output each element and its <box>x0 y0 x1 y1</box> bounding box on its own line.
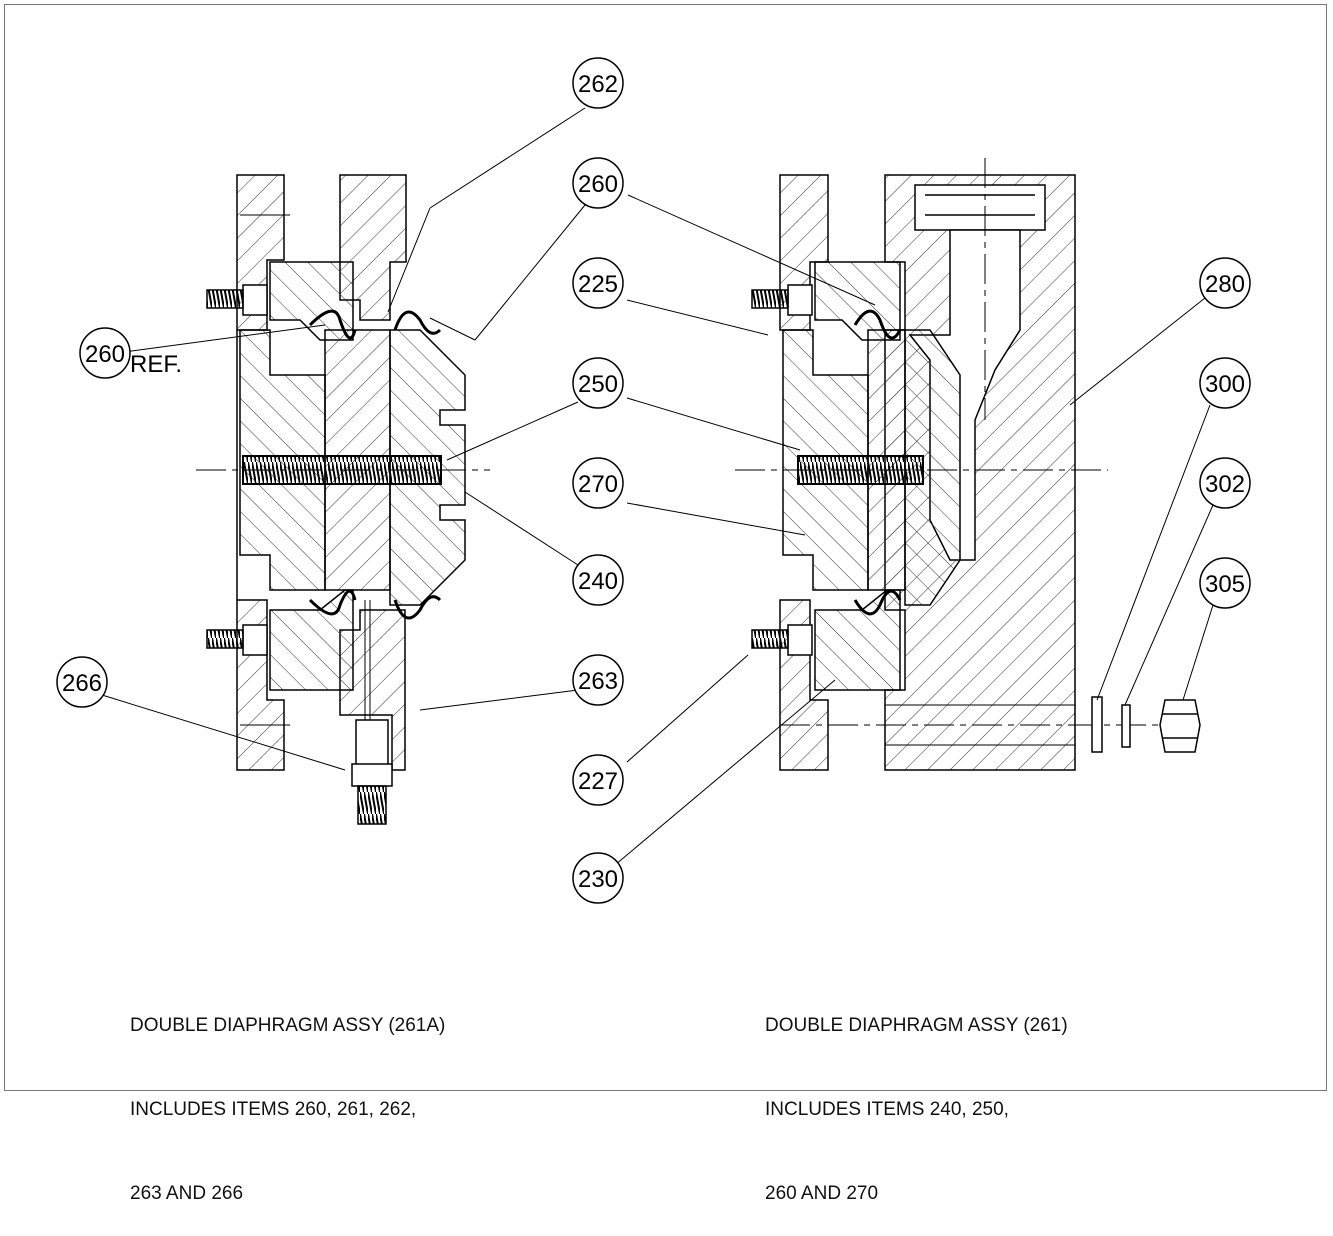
balloon-240: 240 <box>572 554 624 606</box>
balloon-225: 225 <box>572 257 624 309</box>
left-upper-clamp <box>269 261 354 341</box>
right-caption-line-2: INCLUDES ITEMS 240, 250, <box>765 1099 1009 1120</box>
balloon-280: 280 <box>1199 257 1251 309</box>
balloon-305: 305 <box>1199 557 1251 609</box>
right-assembly-drawing <box>735 158 1201 771</box>
left-caption-line-3: 263 AND 266 <box>130 1183 244 1204</box>
left-assembly-drawing <box>196 174 490 825</box>
balloon-300-label: 300 <box>1205 371 1245 398</box>
balloon-260-ref-label: 260 <box>85 341 125 368</box>
left-caption-line-1: DOUBLE DIAPHRAGM ASSY (261A) <box>130 1015 446 1036</box>
left-caption: DOUBLE DIAPHRAGM ASSY (261A) INCLUDES IT… <box>130 956 445 1236</box>
technical-drawing: 262 260 225 250 270 240 263 227 230 260 … <box>56 57 1251 904</box>
balloon-263-label: 263 <box>578 668 618 695</box>
left-caption-line-2: INCLUDES ITEMS 260, 261, 262, <box>130 1099 417 1120</box>
balloon-240-label: 240 <box>578 568 618 595</box>
balloon-280-label: 280 <box>1205 271 1245 298</box>
balloon-260-ref: 260 <box>79 327 131 379</box>
balloon-263: 263 <box>572 654 624 706</box>
balloon-302-label: 302 <box>1205 471 1245 498</box>
ref-label: REF. <box>130 351 182 378</box>
balloon-230: 230 <box>572 852 624 904</box>
balloon-250-label: 250 <box>578 371 618 398</box>
balloon-302: 302 <box>1199 457 1251 509</box>
balloon-270: 270 <box>572 457 624 509</box>
balloon-230-label: 230 <box>578 866 618 893</box>
left-leader-lines <box>101 107 586 771</box>
left-body-lower <box>339 609 406 771</box>
balloon-266: 266 <box>56 656 108 708</box>
balloon-305-label: 305 <box>1205 571 1245 598</box>
balloon-260-upper: 260 <box>572 157 624 209</box>
balloon-300: 300 <box>1199 357 1251 409</box>
balloon-262: 262 <box>572 57 624 109</box>
balloon-227: 227 <box>572 754 624 806</box>
balloon-227-label: 227 <box>578 768 618 795</box>
balloon-260-upper-label: 260 <box>578 171 618 198</box>
balloon-250: 250 <box>572 357 624 409</box>
right-caption-line-1: DOUBLE DIAPHRAGM ASSY (261) <box>765 1015 1068 1036</box>
balloon-266-label: 266 <box>62 670 102 697</box>
balloon-270-label: 270 <box>578 471 618 498</box>
right-leader-lines <box>614 194 1214 866</box>
drawing-frame <box>4 4 1327 1091</box>
balloon-262-label: 262 <box>578 71 618 98</box>
balloon-225-label: 225 <box>578 271 618 298</box>
right-caption-line-3: 260 AND 270 <box>765 1183 879 1204</box>
right-caption: DOUBLE DIAPHRAGM ASSY (261) INCLUDES ITE… <box>765 956 1068 1236</box>
